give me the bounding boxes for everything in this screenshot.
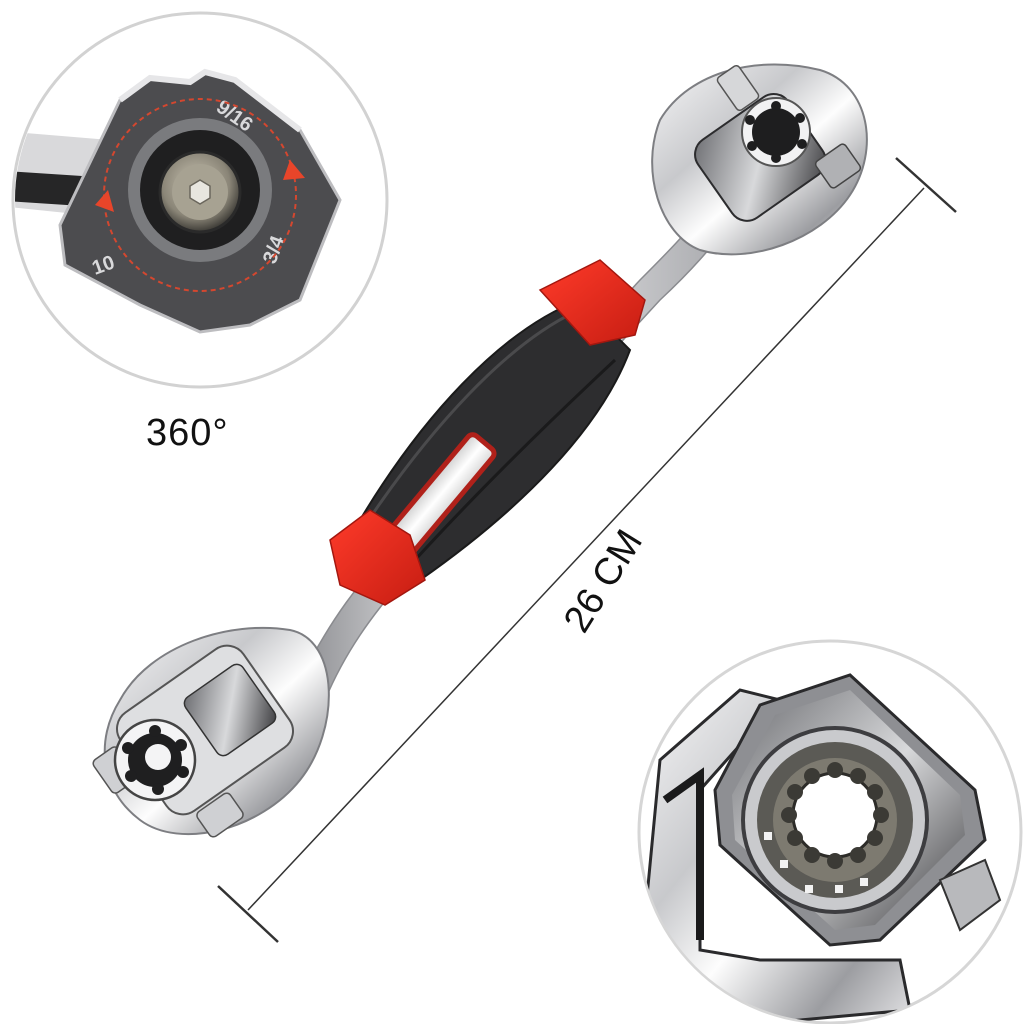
inset-rotating-head: 9/16 10 3/4 bbox=[11, 11, 389, 389]
dimension-line bbox=[217, 157, 957, 943]
wrench-handle bbox=[329, 259, 646, 606]
wrench-head-bottom bbox=[92, 626, 330, 838]
wrench-head-top bbox=[651, 63, 868, 256]
spline-hole bbox=[791, 771, 879, 859]
wrench bbox=[92, 63, 868, 838]
inset-spline-socket bbox=[637, 639, 1023, 1024]
rotation-label: 360° bbox=[146, 412, 229, 454]
